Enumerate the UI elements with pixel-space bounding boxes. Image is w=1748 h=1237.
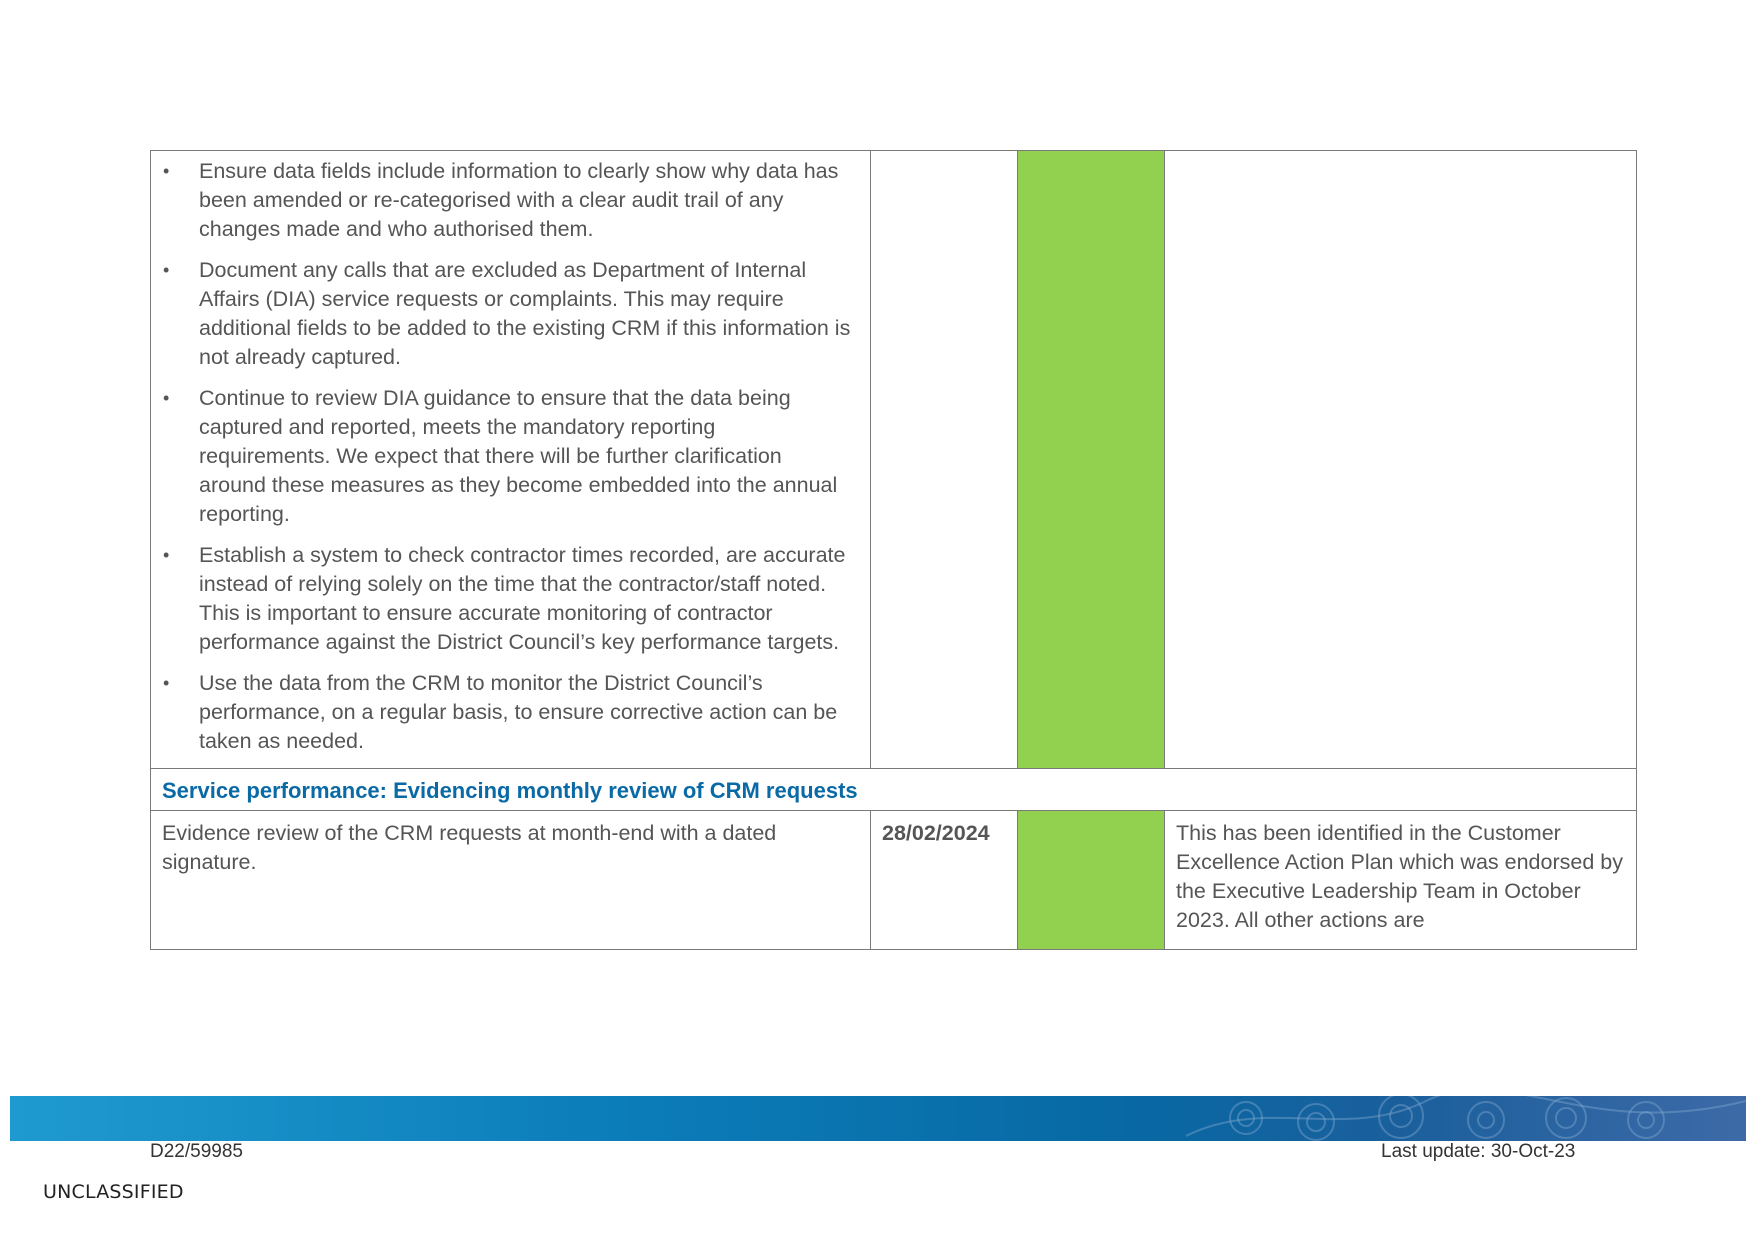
list-item: • Use the data from the CRM to monitor th… (151, 669, 852, 756)
document-reference: D22/59985 (150, 1141, 243, 1162)
list-item-text: Continue to review DIA guidance to ensur… (199, 386, 838, 526)
table-row: • Ensure data fields include information … (150, 150, 1637, 769)
bullet-icon: • (163, 545, 170, 565)
date-cell-empty (870, 150, 1018, 769)
footer-band (10, 1096, 1746, 1141)
actions-cell: • Ensure data fields include information … (150, 150, 871, 769)
comment-cell-empty (1164, 150, 1637, 769)
section-heading: Service performance: Evidencing monthly … (150, 768, 1637, 811)
comment-cell: This has been identified in the Customer… (1164, 810, 1637, 950)
list-item: • Ensure data fields include information … (151, 157, 852, 244)
bullet-icon: • (163, 161, 170, 181)
koru-pattern-graphic (1186, 1096, 1746, 1141)
action-list: • Ensure data fields include information … (151, 151, 870, 768)
list-item-text: Ensure data fields include information t… (199, 159, 839, 241)
list-item-text: Establish a system to check contractor t… (199, 543, 846, 654)
bullet-icon: • (163, 673, 170, 693)
list-item-text: Use the data from the CRM to monitor the… (199, 671, 838, 753)
due-date-cell: 28/02/2024 (870, 810, 1018, 950)
list-item: • Continue to review DIA guidance to ensu… (151, 384, 852, 529)
status-indicator-cell (1017, 810, 1165, 950)
status-indicator-cell (1017, 150, 1165, 769)
action-cell: Evidence review of the CRM requests at m… (150, 810, 871, 950)
list-item-text: Document any calls that are excluded as … (199, 258, 851, 369)
list-item: • Document any calls that are excluded as… (151, 256, 852, 372)
audit-actions-table: • Ensure data fields include information … (150, 150, 1637, 950)
list-item: • Establish a system to check contractor … (151, 541, 852, 657)
classification-label: UNCLASSIFIED (43, 1181, 184, 1203)
last-update-text: Last update: 30-Oct-23 (1381, 1141, 1576, 1162)
table-row: Evidence review of the CRM requests at m… (150, 810, 1637, 950)
bullet-icon: • (163, 388, 170, 408)
bullet-icon: • (163, 260, 170, 280)
section-heading-row: Service performance: Evidencing monthly … (150, 768, 1637, 811)
